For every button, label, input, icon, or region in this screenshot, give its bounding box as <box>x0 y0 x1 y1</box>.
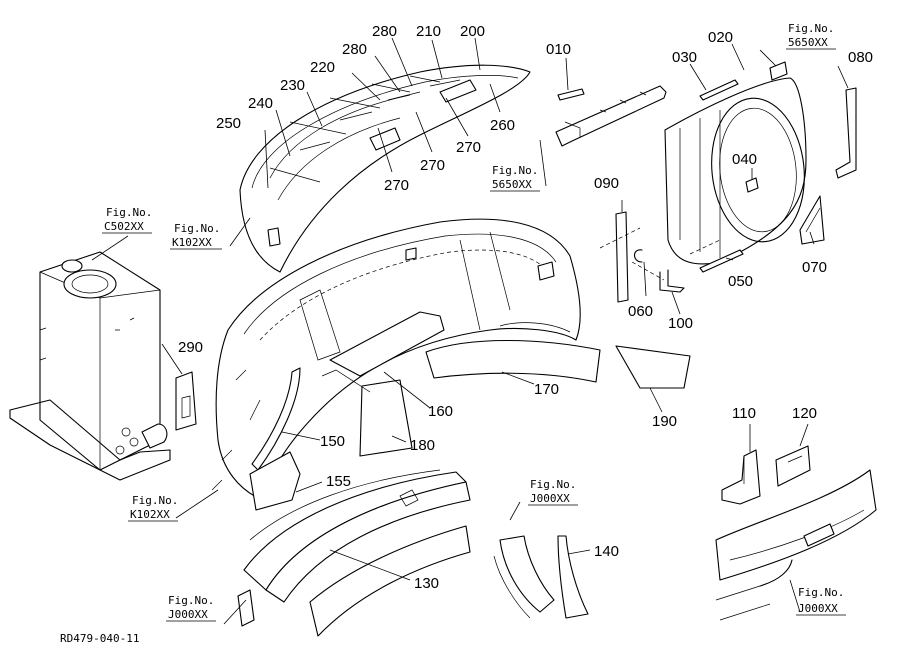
callout-210: 210 <box>416 23 441 40</box>
callout-030: 030 <box>672 49 697 66</box>
callout-290: 290 <box>178 339 203 356</box>
callout-110: 110 <box>732 405 756 422</box>
callout-130: 130 <box>414 575 439 592</box>
callout-250: 250 <box>216 115 241 132</box>
callout-280-a: 280 <box>372 23 397 40</box>
fig-ref-5650xx-top: Fig.No. 5650XX <box>786 22 836 50</box>
lower-panels <box>237 469 471 637</box>
fig-ref-5650xx-mid: Fig.No. 5650XX <box>490 164 540 192</box>
svg-text:5650XX: 5650XX <box>492 178 532 191</box>
callout-230: 230 <box>280 77 305 94</box>
callout-270-c: 270 <box>384 177 409 194</box>
callout-270-b: 270 <box>420 157 445 174</box>
svg-text:Fig.No.: Fig.No. <box>174 222 220 235</box>
callout-080: 080 <box>848 49 873 66</box>
callout-labels: 010 020 030 040 050 060 070 080 090 100 … <box>178 23 873 592</box>
roof-insulation-panel <box>239 64 531 273</box>
svg-text:Fig.No.: Fig.No. <box>492 164 538 177</box>
svg-text:K102XX: K102XX <box>172 236 212 249</box>
callout-155: 155 <box>326 473 351 490</box>
svg-text:Fig.No.: Fig.No. <box>530 478 576 491</box>
svg-text:J000XX: J000XX <box>798 602 838 615</box>
callout-190: 190 <box>652 413 677 430</box>
svg-text:J000XX: J000XX <box>168 608 208 621</box>
svg-text:C502XX: C502XX <box>104 220 144 233</box>
callout-020: 020 <box>708 29 733 46</box>
callout-090: 090 <box>594 175 619 192</box>
svg-text:Fig.No.: Fig.No. <box>132 494 178 507</box>
engine-hood <box>211 218 581 501</box>
leader-lines <box>91 37 849 625</box>
callout-270-a: 270 <box>456 139 481 156</box>
callout-240: 240 <box>248 95 273 112</box>
callout-220: 220 <box>310 59 335 76</box>
callout-200: 200 <box>460 23 485 40</box>
callout-170: 170 <box>534 381 559 398</box>
fuel-tank <box>9 251 197 481</box>
callout-120: 120 <box>792 405 817 422</box>
bracket-010 <box>555 85 667 147</box>
fig-ref-c502xx: Fig.No. C502XX <box>102 206 152 234</box>
callout-060: 060 <box>628 303 653 320</box>
callout-150: 150 <box>320 433 345 450</box>
svg-text:5650XX: 5650XX <box>788 36 828 49</box>
callout-160: 160 <box>428 403 453 420</box>
side-insulation-parts <box>249 339 691 511</box>
svg-text:J000XX: J000XX <box>530 492 570 505</box>
figure-references: Fig.No. 5650XX Fig.No. 5650XX Fig.No. C5… <box>102 22 846 622</box>
callout-260: 260 <box>490 117 515 134</box>
svg-text:Fig.No.: Fig.No. <box>168 594 214 607</box>
radiator-shroud <box>599 61 857 303</box>
callout-050: 050 <box>728 273 753 290</box>
callout-070: 070 <box>802 259 827 276</box>
fig-ref-k102xx-bottom: Fig.No. K102XX <box>128 494 178 522</box>
fig-ref-k102xx-top: Fig.No. K102XX <box>170 222 222 250</box>
callout-180: 180 <box>410 437 435 454</box>
svg-text:Fig.No.: Fig.No. <box>788 22 834 35</box>
svg-text:K102XX: K102XX <box>130 508 170 521</box>
svg-text:Fig.No.: Fig.No. <box>798 586 844 599</box>
fig-ref-j000xx-left: Fig.No. J000XX <box>166 594 216 622</box>
callout-140: 140 <box>594 543 619 560</box>
fig-ref-j000xx-right: Fig.No. J000XX <box>796 586 846 616</box>
parts-110-120 <box>715 445 877 621</box>
drawing-code: RD479-040-11 <box>60 632 139 645</box>
callout-100: 100 <box>668 315 693 332</box>
svg-text:Fig.No.: Fig.No. <box>106 206 152 219</box>
panel-140 <box>493 535 589 619</box>
callout-280-b: 280 <box>342 41 367 58</box>
callout-010: 010 <box>546 41 571 58</box>
fig-ref-j000xx-center: Fig.No. J000XX <box>528 478 578 506</box>
callout-040: 040 <box>732 151 757 168</box>
